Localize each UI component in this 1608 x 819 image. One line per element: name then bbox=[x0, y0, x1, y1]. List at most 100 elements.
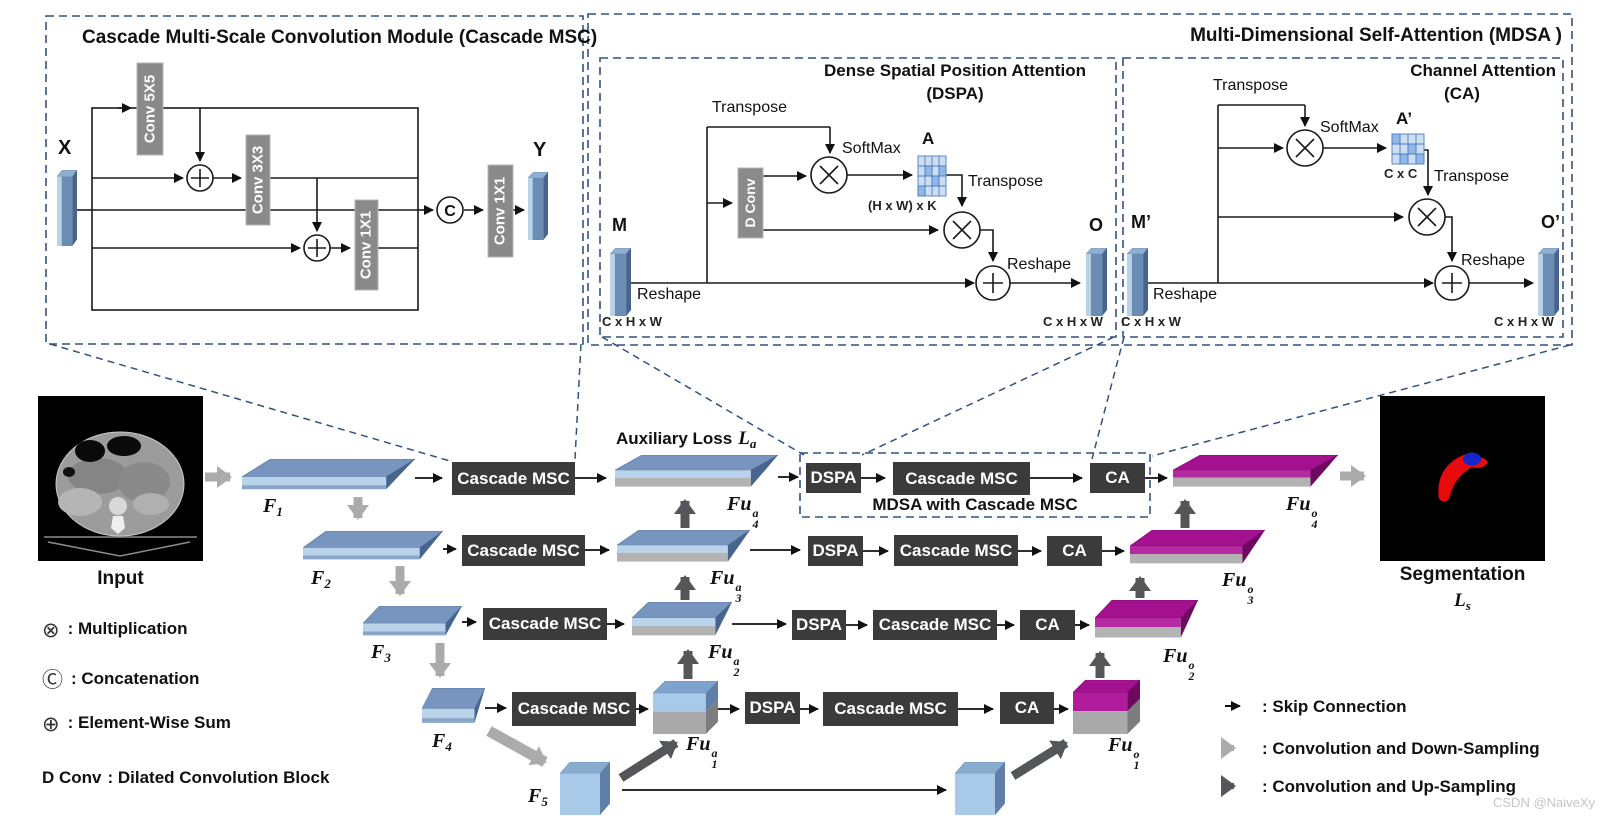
cascade-msc-block-r2b: Cascade MSC bbox=[894, 535, 1018, 566]
panel-connector-lines bbox=[49, 336, 1571, 462]
ca-block-r1: CA bbox=[1090, 463, 1145, 493]
ca-softmax-label: SoftMax bbox=[1320, 119, 1379, 136]
dconv-box bbox=[737, 167, 764, 239]
f4-label: F4 bbox=[432, 730, 452, 754]
sum-icon bbox=[975, 265, 1011, 301]
conv5x5-box bbox=[136, 62, 164, 156]
fu1o-tensor bbox=[1073, 680, 1140, 734]
mdsa-panel-border bbox=[587, 13, 1573, 346]
m-dims-label: C x H x W bbox=[602, 314, 662, 329]
attention-map-a bbox=[917, 155, 947, 197]
legend-skip-connection: : Skip Connection bbox=[1262, 697, 1407, 716]
dspa-panel-border bbox=[599, 57, 1117, 338]
ca-transpose-attn-label: Transpose bbox=[1434, 168, 1509, 185]
dspa-transpose-top-label: Transpose bbox=[712, 99, 787, 116]
x-label: X bbox=[58, 137, 72, 159]
legend-multiplication: ⊗: Multiplication bbox=[42, 618, 188, 642]
f3-label: F3 bbox=[371, 641, 391, 665]
dconv-label: D Conv bbox=[742, 178, 758, 228]
mdsa-panel-title: Multi-Dimensional Self-Attention (MDSA ) bbox=[1190, 25, 1562, 46]
attention-a-prime-label: A’ bbox=[1396, 109, 1413, 128]
conv3x3-label: Conv 3X3 bbox=[249, 145, 267, 215]
y-output-tensor bbox=[528, 172, 548, 240]
f4-tensor bbox=[422, 688, 485, 724]
legend-dconv: D Conv: Dilated Convolution Block bbox=[42, 768, 330, 787]
attention-map-a-prime bbox=[1391, 133, 1425, 165]
multiply-icon: ⊗ bbox=[42, 618, 60, 642]
legend-arrow-icons bbox=[1221, 701, 1241, 797]
cascade-msc-block-r4: Cascade MSC bbox=[512, 692, 636, 726]
multiply-icon bbox=[1286, 129, 1324, 167]
m-label: M bbox=[612, 215, 627, 235]
legend-down-sampling: : Convolution and Down-Sampling bbox=[1262, 739, 1540, 758]
conv1x1-box bbox=[354, 199, 379, 291]
bottleneck-tensor bbox=[955, 762, 1005, 815]
dspa-reshape-out-label: Reshape bbox=[1007, 256, 1072, 273]
fu4o-tensor bbox=[1173, 455, 1338, 488]
ca-transpose-top-label: Transpose bbox=[1213, 77, 1288, 94]
legend-concatenation: Ⓒ: Concatenation bbox=[42, 668, 200, 692]
panel-borders bbox=[45, 13, 1573, 518]
cascade-msc-block-r4b: Cascade MSC bbox=[823, 692, 958, 726]
m-prime-input-tensor bbox=[1127, 248, 1148, 316]
dspa-reshape-in-label: Reshape bbox=[637, 286, 702, 303]
segmentation-caption: Segmentation bbox=[1399, 564, 1526, 585]
dspa-block-r3: DSPA bbox=[792, 610, 846, 640]
sum-icon bbox=[1434, 265, 1470, 301]
o-output-tensor bbox=[1086, 248, 1107, 316]
dspa-wires bbox=[631, 126, 1081, 288]
conv1x1-final-box bbox=[487, 164, 514, 258]
dspa-transpose-attn-label: Transpose bbox=[968, 173, 1043, 190]
fu3o-tensor bbox=[1130, 530, 1265, 564]
f3-tensor bbox=[363, 606, 462, 636]
m-input-tensor bbox=[610, 248, 631, 316]
f5-tensor bbox=[560, 762, 610, 815]
sum-icon bbox=[303, 234, 331, 262]
cascade-msc-panel-title: Cascade Multi-Scale Convolution Module (… bbox=[82, 27, 598, 48]
f1-tensor bbox=[242, 459, 415, 490]
mdsa-box-caption: MDSA with Cascade MSC bbox=[872, 495, 1078, 514]
downsample-arrows bbox=[205, 465, 1366, 767]
segmentation-loss-label: Ls bbox=[1454, 590, 1471, 613]
svg-text:C: C bbox=[444, 203, 456, 220]
o-prime-label: O’ bbox=[1541, 212, 1561, 232]
input-caption: Input bbox=[97, 568, 144, 589]
conv1x1-final-label: Conv 1X1 bbox=[491, 176, 509, 246]
ca-block-r2: CA bbox=[1047, 536, 1102, 566]
ca-reshape-in-label: Reshape bbox=[1153, 286, 1218, 303]
o-label: O bbox=[1089, 215, 1104, 235]
conv3x3-box bbox=[245, 134, 271, 226]
legend-up-sampling: : Convolution and Up-Sampling bbox=[1262, 777, 1517, 796]
concat-icon: C bbox=[436, 196, 464, 224]
fu2a-tensor bbox=[632, 602, 732, 636]
fu2o-tensor bbox=[1095, 600, 1198, 639]
skip-connection-arrows bbox=[415, 472, 1168, 795]
fu4a-tensor bbox=[615, 455, 778, 488]
f5-label: F5 bbox=[528, 785, 548, 809]
ca-reshape-out-label: Reshape bbox=[1461, 252, 1526, 269]
cascade-msc-block-r3: Cascade MSC bbox=[483, 608, 607, 640]
dspa-block-r2: DSPA bbox=[808, 536, 863, 566]
fu3a-tensor bbox=[617, 530, 750, 563]
mdsa-with-cmsc-box-border bbox=[799, 452, 1151, 518]
ca-subtitle: (CA) bbox=[1444, 84, 1480, 103]
o-prime-output-tensor bbox=[1538, 248, 1559, 316]
upsample-arrows bbox=[618, 499, 1196, 782]
multiply-icon bbox=[810, 156, 848, 194]
legend-element-wise-sum: ⊕: Element-Wise Sum bbox=[42, 712, 231, 736]
input-ct-image bbox=[38, 396, 203, 561]
fu1a-tensor bbox=[653, 681, 718, 734]
multiply-icon bbox=[943, 211, 981, 249]
dspa-softmax-label: SoftMax bbox=[842, 140, 901, 157]
dspa-block-r1: DSPA bbox=[806, 463, 861, 493]
cascade-msc-block-r1b: Cascade MSC bbox=[893, 462, 1030, 495]
ca-block-r3: CA bbox=[1020, 610, 1075, 640]
